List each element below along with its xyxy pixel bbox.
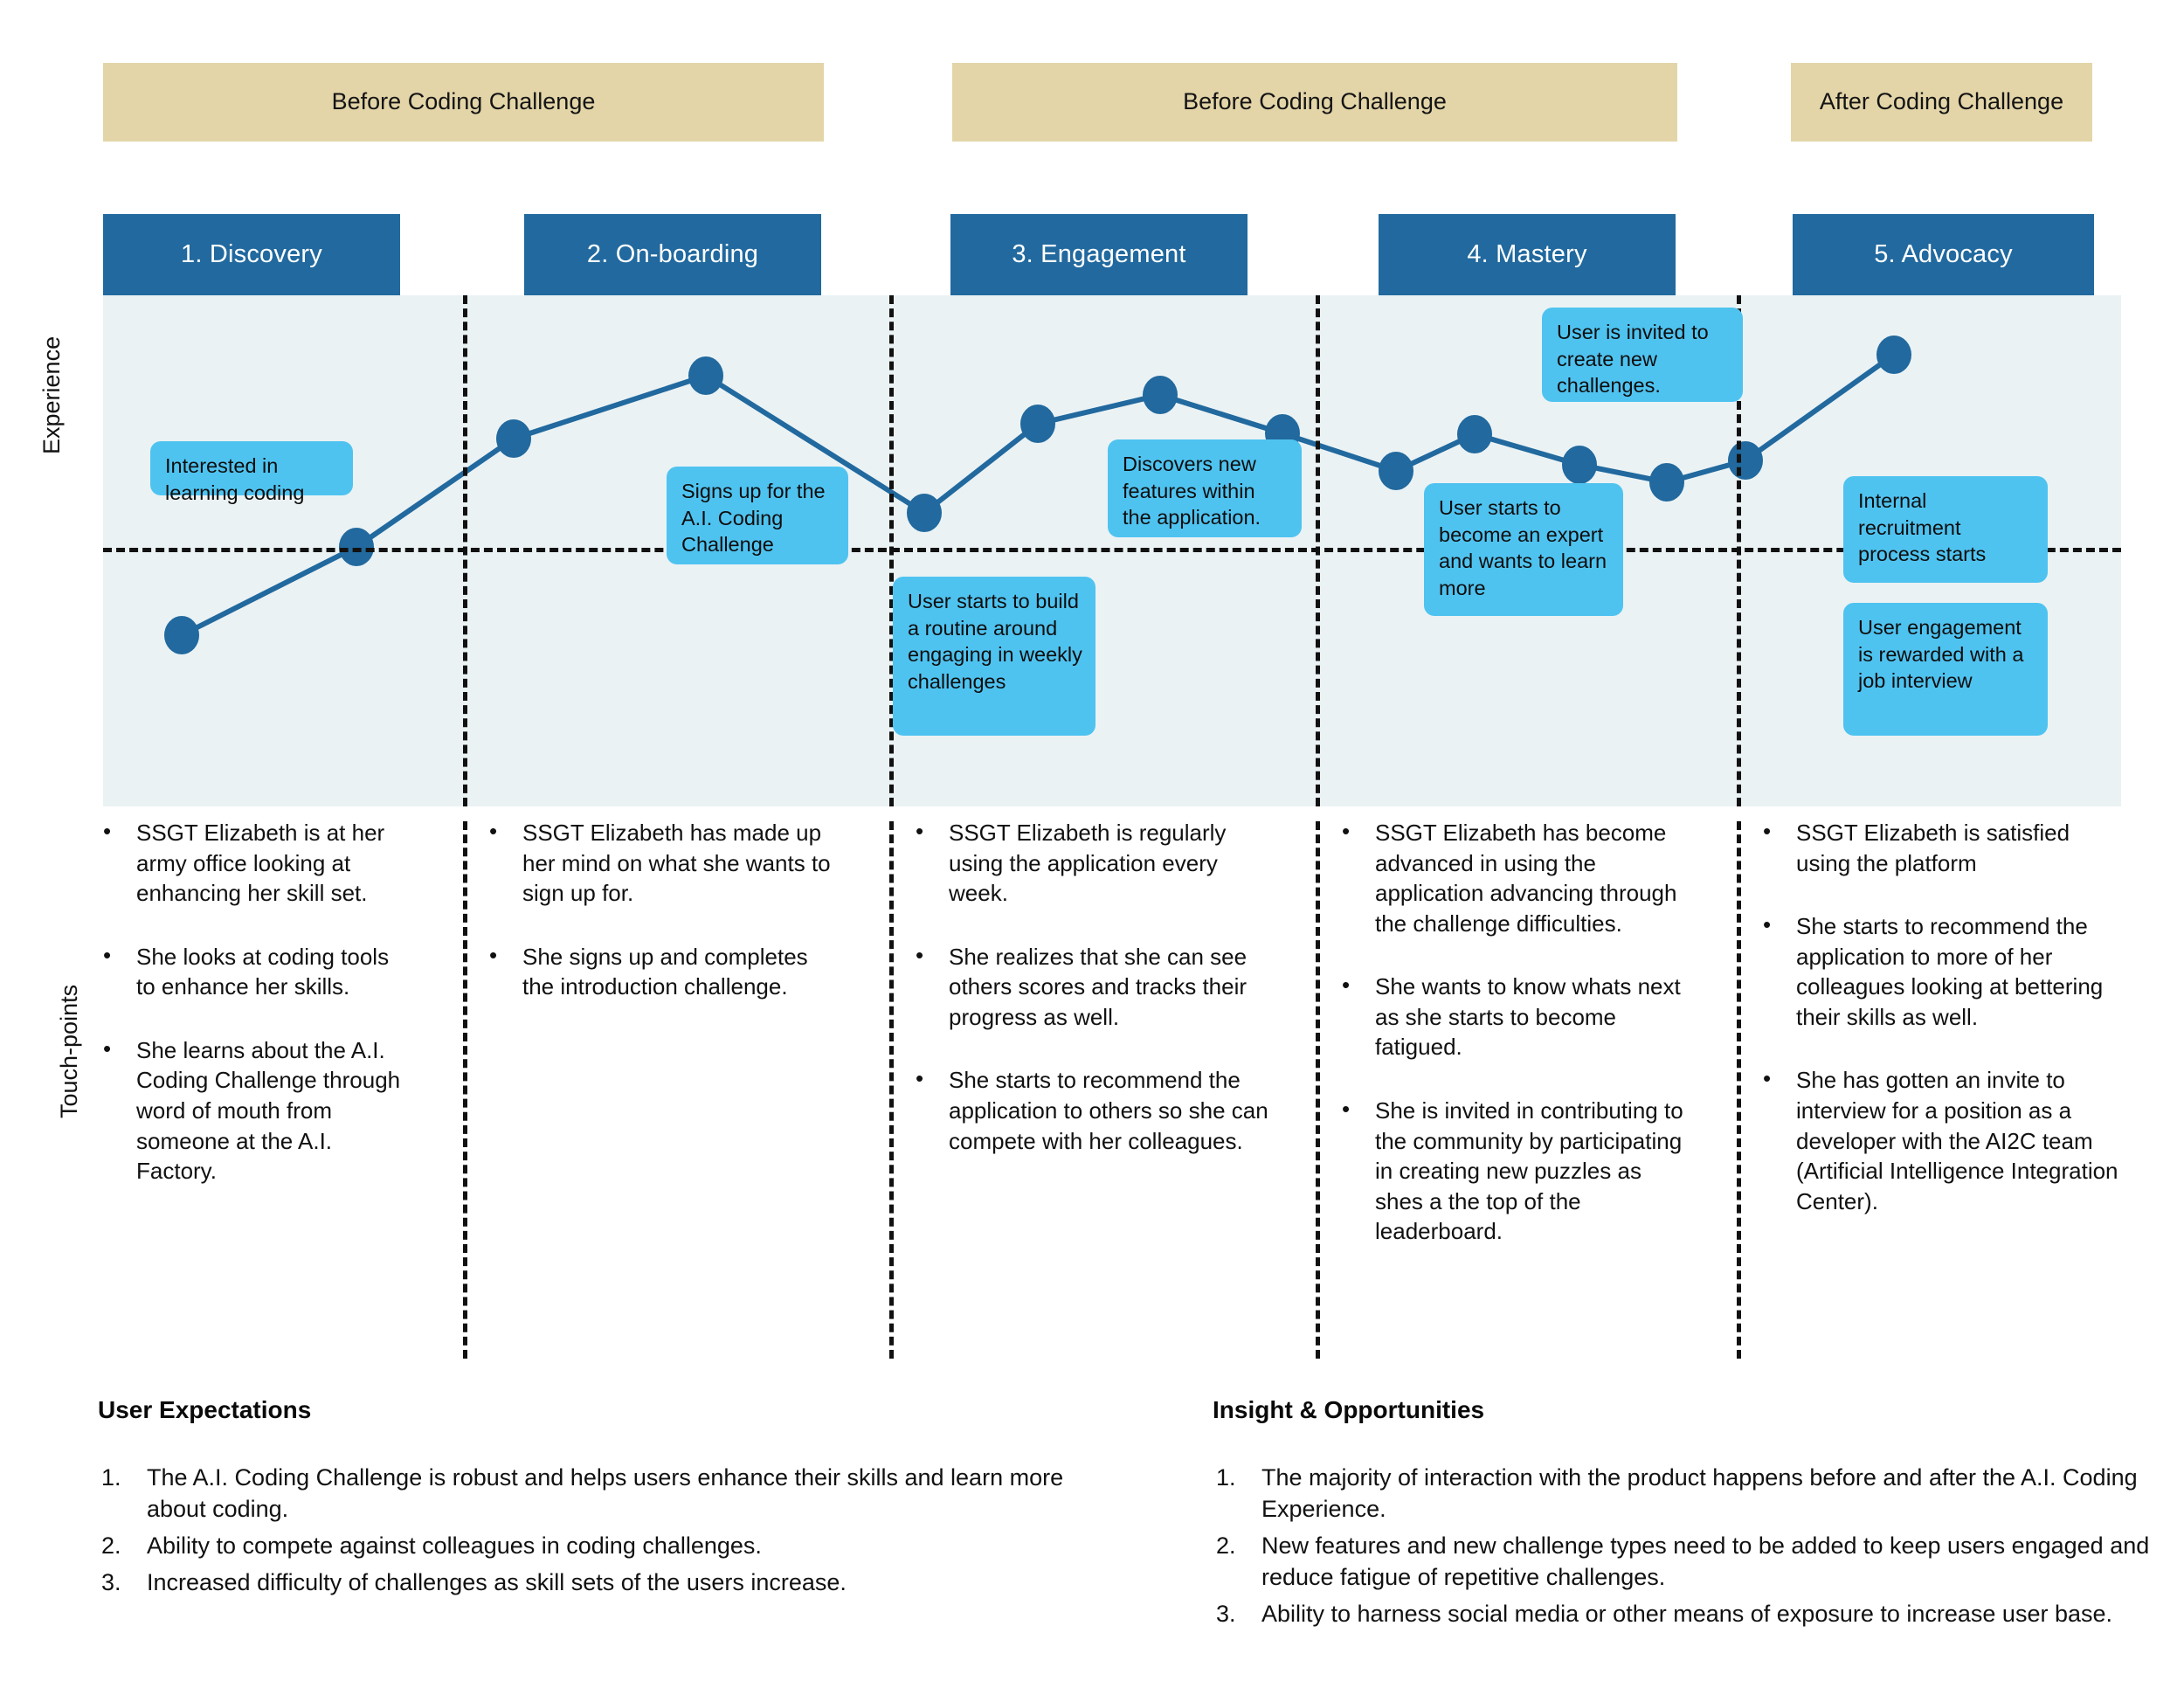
callout-signs-up: Signs up for the A.I. Coding Challenge <box>667 467 848 564</box>
list-item: 3. Ability to harness social media or ot… <box>1213 1599 2165 1630</box>
list-number: 1. <box>1216 1464 1236 1491</box>
touchpoint-column-onboarding: SSGT Elizabeth has made up her mind on w… <box>482 816 840 1035</box>
stage-divider-2 <box>889 295 894 806</box>
stage-divider-3 <box>1316 295 1320 806</box>
list-item: SSGT Elizabeth has become advanced in us… <box>1335 816 1693 938</box>
list-item: SSGT Elizabeth is satisfied using the pl… <box>1756 816 2118 878</box>
list-text: Ability to compete against colleagues in… <box>147 1532 762 1559</box>
list-item: She learns about the A.I. Coding Challen… <box>96 1034 411 1186</box>
insight-opportunities-block: Insight & Opportunities 1. The majority … <box>1213 1396 2165 1636</box>
list-item: She realizes that she can see others sco… <box>909 940 1275 1033</box>
user-expectations-title: User Expectations <box>98 1396 312 1423</box>
experience-baseline <box>103 548 2121 552</box>
touchpoint-column-engagement: SSGT Elizabeth is regularly using the ap… <box>909 816 1275 1189</box>
list-number: 2. <box>1216 1532 1236 1559</box>
stage-header-advocacy[interactable]: 5. Advocacy <box>1793 214 2094 295</box>
list-number: 1. <box>101 1464 121 1491</box>
insight-opportunities-title: Insight & Opportunities <box>1213 1396 1485 1423</box>
callout-discovers-features: Discovers new features within the applic… <box>1108 439 1302 537</box>
list-item: 2. Ability to compete against colleagues… <box>98 1531 1085 1562</box>
list-item: SSGT Elizabeth is regularly using the ap… <box>909 816 1275 909</box>
list-item: She signs up and completes the introduct… <box>482 940 840 1002</box>
stage-divider-4 <box>1737 295 1741 806</box>
callout-build-routine: User starts to build a routine around en… <box>893 577 1095 736</box>
experience-axis-label: Experience <box>38 336 65 454</box>
phase-banner-before-2: Before Coding Challenge <box>952 63 1677 142</box>
touchpoint-column-mastery: SSGT Elizabeth has become advanced in us… <box>1335 816 1693 1280</box>
list-item: SSGT Elizabeth has made up her mind on w… <box>482 816 840 909</box>
list-item: She wants to know whats next as she star… <box>1335 970 1693 1062</box>
list-number: 3. <box>101 1568 121 1595</box>
phase-banner-after: After Coding Challenge <box>1791 63 2092 142</box>
list-item: 2. New features and new challenge types … <box>1213 1531 2165 1594</box>
stage-divider-tp-3 <box>1316 821 1320 1359</box>
list-text: New features and new challenge types nee… <box>1261 1532 2150 1590</box>
callout-internal-recruitment: Internal recruitment process starts <box>1843 476 2048 583</box>
list-item: 1. The majority of interaction with the … <box>1213 1463 2165 1525</box>
stage-header-onboarding[interactable]: 2. On-boarding <box>524 214 821 295</box>
user-expectations-block: User Expectations 1. The A.I. Coding Cha… <box>98 1396 1085 1604</box>
list-item: She has gotten an invite to interview fo… <box>1756 1063 2118 1216</box>
list-item: She starts to recommend the application … <box>909 1063 1275 1156</box>
list-text: The majority of interaction with the pro… <box>1261 1464 2138 1522</box>
callout-become-expert: User starts to become an expert and want… <box>1424 483 1623 616</box>
stage-header-mastery[interactable]: 4. Mastery <box>1379 214 1676 295</box>
stage-divider-tp-4 <box>1737 821 1741 1359</box>
touchpoints-axis-label: Touch-points <box>56 984 82 1118</box>
list-text: Ability to harness social media or other… <box>1261 1600 2113 1627</box>
list-number: 2. <box>101 1532 121 1559</box>
touchpoint-column-discovery: SSGT Elizabeth is at her army office loo… <box>96 816 411 1220</box>
list-item: 3. Increased difficulty of challenges as… <box>98 1567 1085 1599</box>
list-number: 3. <box>1216 1600 1236 1627</box>
list-text: Increased difficulty of challenges as sk… <box>147 1568 847 1595</box>
list-item: 1. The A.I. Coding Challenge is robust a… <box>98 1463 1085 1525</box>
phase-banner-before-1: Before Coding Challenge <box>103 63 824 142</box>
stage-header-engagement[interactable]: 3. Engagement <box>950 214 1248 295</box>
list-item: She is invited in contributing to the co… <box>1335 1094 1693 1247</box>
list-item: She starts to recommend the application … <box>1756 910 2118 1032</box>
touchpoint-column-advocacy: SSGT Elizabeth is satisfied using the pl… <box>1756 816 2118 1249</box>
stage-header-discovery[interactable]: 1. Discovery <box>103 214 400 295</box>
stage-divider-tp-1 <box>463 821 467 1359</box>
list-item: SSGT Elizabeth is at her army office loo… <box>96 816 411 909</box>
callout-invited-create-challenges: User is invited to create new challenges… <box>1542 308 1743 402</box>
stage-divider-1 <box>463 295 467 806</box>
callout-interested-learning: Interested in learning coding <box>150 441 353 504</box>
list-text: The A.I. Coding Challenge is robust and … <box>147 1464 1064 1522</box>
list-item: She looks at coding tools to enhance her… <box>96 940 411 1002</box>
stage-divider-tp-2 <box>889 821 894 1359</box>
callout-job-interview: User engagement is rewarded with a job i… <box>1843 603 2048 736</box>
